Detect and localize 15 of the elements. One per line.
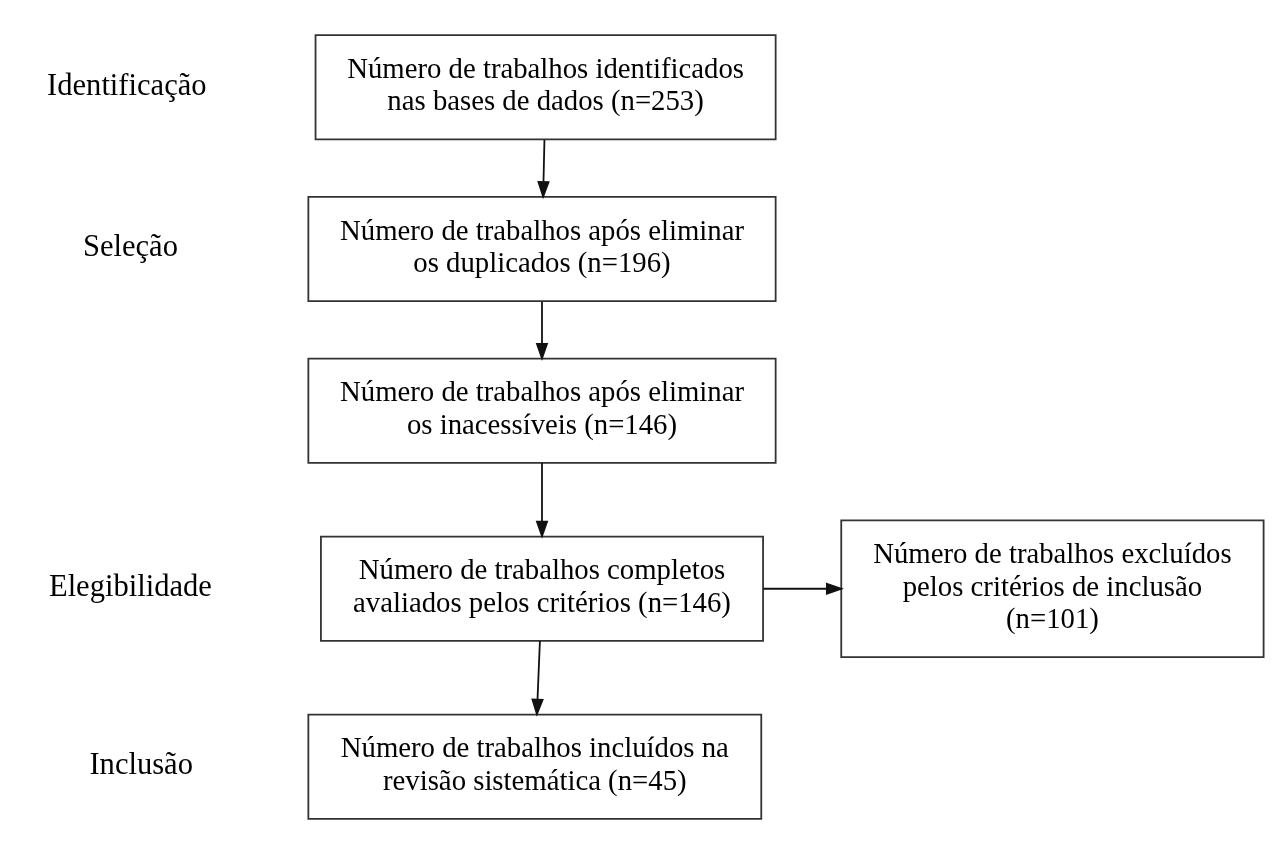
arrow — [535, 300, 549, 361]
node-box: Número de trabalhos após eliminar os duplicados (n=196) — [307, 195, 777, 302]
node-box: Número de trabalhos excluídos pelos critérios de inclusão (n=101) — [840, 519, 1265, 658]
arrow — [531, 639, 544, 717]
node-box: Número de trabalhos completos avaliados pelos critérios (n=146) — [320, 535, 764, 642]
arrow — [535, 461, 549, 539]
label: Identificação — [47, 67, 207, 102]
node-box: Número de trabalhos após eliminar os inacessíveis (n=146) — [307, 357, 777, 464]
label: Inclusão — [89, 746, 193, 781]
arrow — [762, 581, 844, 595]
node-box: Número de trabalhos identificados nas bases de dados (n=253) — [314, 33, 777, 140]
label: Seleção — [82, 228, 178, 263]
node-box: Número de trabalhos incluídos na revisão sistemática (n=45) — [307, 713, 763, 820]
label: Elegibilidade — [48, 568, 212, 603]
arrow — [537, 138, 550, 199]
